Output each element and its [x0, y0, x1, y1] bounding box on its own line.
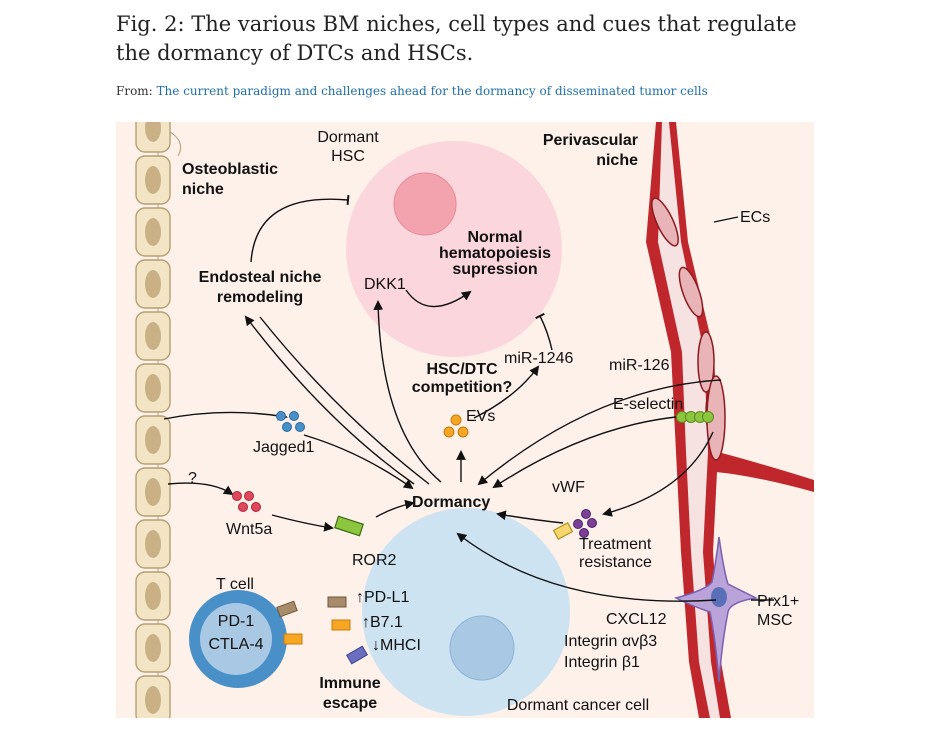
source-article-link[interactable]: The current paradigm and challenges ahea…	[156, 84, 708, 98]
e-selectin-molecules	[676, 411, 714, 423]
b71-ligand	[331, 619, 351, 631]
ev-molecules	[443, 414, 469, 438]
ecs-label: ECs	[740, 209, 770, 226]
ctla4-receptor	[283, 633, 303, 645]
mir126-label: miR-126	[609, 357, 670, 374]
prx1-msc-cell	[673, 536, 759, 683]
osteoblast-nucleus	[145, 270, 161, 298]
endothelial-cell	[651, 197, 679, 247]
t-cell-nucleus	[200, 603, 272, 675]
t-cell-label: T cell	[216, 576, 254, 593]
osteoblast-nucleus	[145, 322, 161, 350]
osteoblast-nucleus	[145, 426, 161, 454]
mir1246-label: miR-1246	[504, 350, 573, 367]
ctla4-label: CTLA-4	[208, 636, 263, 653]
dormant-cancer-cell-label: Dormant cancer cell	[507, 697, 649, 714]
bone-edge	[169, 131, 182, 157]
osteoblast-nucleus	[145, 530, 161, 558]
dkk1-label: DKK1	[364, 276, 406, 293]
ror2-receptor	[334, 515, 364, 537]
osteoblast-nucleus	[145, 478, 161, 506]
dormant-cancer-cell-nucleus	[449, 615, 515, 681]
pdl1-ligand	[327, 596, 347, 608]
vwf-molecules	[573, 509, 597, 538]
question-label: ?	[188, 470, 197, 487]
b71-label: ↑B7.1	[362, 614, 403, 631]
dormancy-label: Dormancy	[412, 494, 490, 511]
osteoblast-lining	[135, 122, 182, 718]
osteoblast-nucleus	[145, 634, 161, 662]
osteoblast-nucleus	[145, 374, 161, 402]
figure-title: Fig. 2: The various BM niches, cell type…	[116, 12, 797, 65]
wnt5a-molecules	[232, 491, 261, 512]
osteoblast-nucleus	[145, 166, 161, 194]
osteoblast-nucleus	[145, 582, 161, 610]
osteoblast-nucleus	[145, 122, 161, 142]
integrin-avb3-label: Integrin αvβ3	[564, 633, 657, 650]
pdl1-label: ↑PD-L1	[356, 589, 409, 606]
vwf-label: vWF	[552, 479, 585, 496]
source-line: From: The current paradigm and challenge…	[116, 84, 708, 98]
pd1-label: PD-1	[218, 613, 255, 630]
from-label: From:	[116, 84, 153, 98]
evs-label: EVs	[466, 408, 495, 425]
integrin-b1-label: Integrin β1	[564, 654, 640, 671]
mhci-ligand	[346, 645, 368, 665]
jagged1-label: Jagged1	[253, 439, 314, 456]
mhci-label: ↓MHCI	[372, 637, 421, 654]
e-selectin-label: E-selectin	[613, 396, 683, 413]
wnt5a-label: Wnt5a	[226, 521, 272, 538]
jagged1-molecules	[276, 411, 305, 432]
pd1-receptor	[276, 600, 298, 618]
osteoblast-nucleus	[145, 686, 161, 714]
dormant-hsc-cell	[393, 172, 457, 236]
dormant-cancer-cell-body	[362, 508, 570, 716]
vwf-receptor	[552, 522, 574, 540]
osteoblast-nucleus	[145, 218, 161, 246]
pathway-arrows	[163, 195, 774, 602]
ror2-label: ROR2	[352, 552, 397, 569]
cxcl12-label: CXCL12	[606, 611, 667, 628]
prx1-msc-label: Prx1+MSC	[757, 593, 799, 629]
endothelial-cell	[697, 331, 715, 393]
endothelial-cell	[678, 266, 704, 318]
